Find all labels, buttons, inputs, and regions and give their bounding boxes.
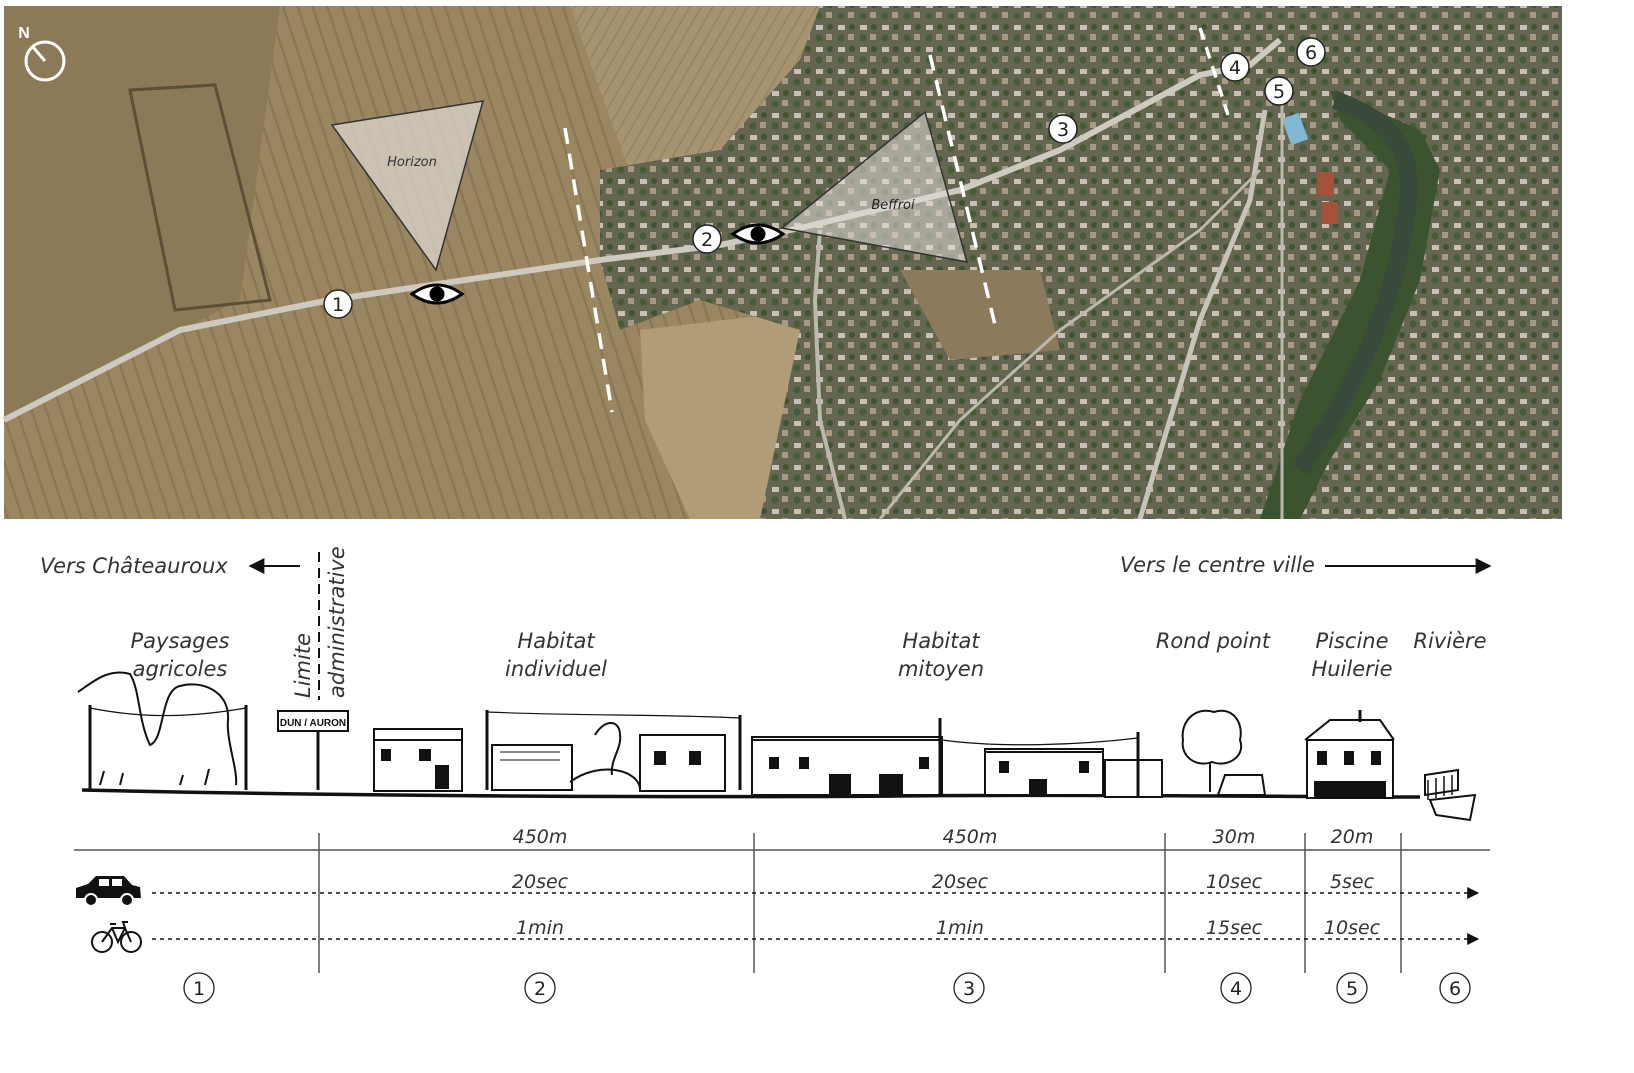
zone-2-label-line1: Habitat	[517, 629, 595, 653]
field-hedge	[128, 83, 272, 312]
limit-label-1: Limite	[291, 633, 315, 698]
segment-number-6: 6	[1439, 972, 1471, 1004]
street-sketch: DUN / AURON	[77, 671, 1477, 822]
huilerie-building-sketch	[1304, 710, 1395, 799]
house-sketch	[373, 728, 463, 792]
boundary-line-3	[1198, 27, 1230, 116]
zone-5-label-line1: Piscine	[1315, 629, 1388, 653]
segment-number-2: 2	[524, 972, 556, 1004]
distance-cell: 30m	[1213, 826, 1256, 848]
map-marker-1: 1	[323, 289, 353, 319]
north-label: N	[18, 25, 30, 42]
car-time-cell: 20sec	[932, 871, 989, 893]
map-marker-3: 3	[1048, 114, 1078, 144]
bike-time-cell: 10sec	[1324, 917, 1381, 939]
field-west	[4, 6, 280, 420]
beffroi-view-cone	[780, 110, 969, 263]
travel-table: 450m 450m 30m 20m 20sec 20sec 10sec 5sec	[74, 826, 1490, 1004]
tree-sketch	[77, 671, 238, 786]
riverbank-vegetation	[1260, 90, 1440, 519]
power-wire	[486, 711, 741, 719]
tennis-court-1	[1318, 172, 1334, 196]
svg-text:4: 4	[1230, 978, 1242, 1000]
svg-text:3: 3	[1057, 119, 1069, 141]
car-time-cell: 20sec	[512, 871, 569, 893]
tennis-court-2	[1322, 202, 1338, 224]
road-center	[1137, 109, 1268, 520]
aerial-map: Horizon Beffroi 1 2 3 4 5 6 N	[2, 6, 1562, 520]
map-marker-6: 6	[1296, 37, 1326, 67]
distance-cell: 20m	[1331, 826, 1374, 848]
zone-3-label-line2: mitoyen	[898, 657, 984, 681]
svg-text:6: 6	[1449, 978, 1461, 1000]
segment-number-3: 3	[953, 972, 985, 1004]
grass-sketch	[99, 768, 210, 786]
river-bridge-sketch	[1424, 768, 1477, 822]
bicycle-icon	[91, 921, 142, 953]
bike-time-cell: 1min	[936, 917, 984, 939]
zone-6-label-line1: Rivière	[1413, 629, 1486, 653]
beffroi-label: Beffroi	[871, 198, 915, 213]
zone-2-label-line2: individuel	[505, 657, 607, 681]
horizon-view-cone	[330, 100, 485, 272]
eye-icon	[409, 283, 465, 305]
svg-text:2: 2	[534, 978, 546, 1000]
map-marker-2: 2	[692, 224, 722, 254]
svg-text:2: 2	[701, 229, 713, 251]
compass-icon: N	[18, 25, 66, 82]
bike-time-cell: 1min	[516, 917, 564, 939]
svg-text:3: 3	[963, 978, 975, 1000]
boundary-line-2	[928, 54, 997, 326]
swimming-pool	[1281, 112, 1309, 146]
terraced-house-sketch	[751, 718, 1163, 798]
car-time-cell: 5sec	[1330, 871, 1375, 893]
svg-text:5: 5	[1346, 978, 1358, 1000]
ground-line	[81, 788, 1421, 799]
zone-1-label-line1: Paysages	[131, 629, 230, 653]
zone-4-label-line1: Rond point	[1156, 629, 1271, 653]
svg-text:1: 1	[332, 294, 344, 316]
segment-number-1: 1	[183, 972, 215, 1004]
road-diagonal	[878, 168, 1262, 520]
svg-text:6: 6	[1305, 42, 1317, 64]
field-inner	[900, 270, 1060, 360]
roundabout-tree-sketch	[1181, 709, 1267, 796]
svg-text:1: 1	[193, 978, 205, 1000]
zone-1-label-line2: agricoles	[133, 657, 228, 681]
segment-number-4: 4	[1220, 972, 1252, 1004]
svg-text:5: 5	[1273, 81, 1285, 103]
car-icon	[76, 876, 141, 907]
eye-icon	[730, 223, 786, 245]
bike-time-cell: 15sec	[1206, 917, 1263, 939]
town-sign-text: DUN / AURON	[280, 718, 346, 729]
direction-left-label: Vers Châteauroux	[40, 554, 228, 578]
boundary-line-1	[563, 127, 614, 413]
river	[1292, 91, 1418, 475]
map-marker-4: 4	[1220, 52, 1250, 82]
direction-right-label: Vers le centre ville	[1120, 553, 1315, 577]
road-south	[812, 229, 847, 520]
house-sketch	[491, 722, 726, 792]
horizon-label: Horizon	[387, 155, 437, 170]
limit-label-2: administrative	[325, 546, 349, 698]
car-time-cell: 10sec	[1206, 871, 1263, 893]
zone-3-label-line1: Habitat	[902, 629, 980, 653]
map-marker-5: 5	[1264, 76, 1294, 106]
distance-cell: 450m	[513, 826, 568, 848]
segment-number-5: 5	[1336, 972, 1368, 1004]
zone-5-label-line2: Huilerie	[1311, 657, 1392, 681]
svg-text:4: 4	[1229, 57, 1241, 79]
power-wire	[89, 707, 247, 717]
town-sign: DUN / AURON	[277, 710, 349, 790]
distance-cell: 450m	[943, 826, 998, 848]
field-south	[640, 310, 810, 519]
